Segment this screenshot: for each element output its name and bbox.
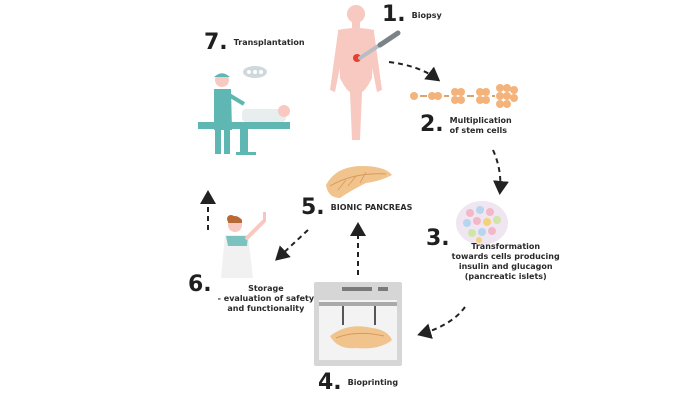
arrow-1-to-2 — [388, 61, 441, 82]
pancreatic-islets-icon — [456, 201, 508, 245]
step-number: 7. — [204, 30, 228, 55]
step-label: Multiplication of stem cells — [449, 116, 512, 135]
step-number: 1. — [382, 2, 406, 27]
arrow-5-to-6 — [275, 229, 309, 261]
step-label: Transformation towards cells producing i… — [451, 242, 560, 281]
step-3-transformation: 3. Transformation towards cells producin… — [426, 228, 560, 282]
bioprinter-icon — [314, 282, 402, 366]
pancreas-icon — [326, 166, 392, 198]
step-label: BIONIC PANCREAS — [330, 203, 413, 212]
step-1-biopsy: 1. Biopsy — [382, 4, 442, 26]
step-label: Biopsy — [411, 11, 442, 20]
step-number: 2. — [420, 112, 444, 137]
step-5-bionic-pancreas: 5. BIONIC PANCREAS — [301, 197, 412, 219]
cycle-arrows — [200, 61, 509, 339]
arrow-3-to-4 — [417, 306, 466, 339]
step-label: Transplantation — [233, 38, 305, 47]
stem-cells-icon — [410, 84, 518, 108]
scientist-icon — [221, 212, 266, 278]
step-label: Storage - evaluation of safety and funct… — [217, 284, 315, 313]
step-number: 5. — [301, 195, 325, 220]
arrow-2-to-3 — [492, 149, 509, 195]
step-number: 4. — [318, 370, 342, 395]
surgery-scene-icon — [198, 66, 290, 155]
scalpel-icon — [358, 30, 401, 60]
step-label: Bioprinting — [347, 378, 399, 387]
step-4-bioprinting: 4. Bioprinting — [318, 372, 398, 394]
step-7-transplantation: 7. Transplantation — [204, 32, 305, 54]
step-6-storage: 6. Storage - evaluation of safety and fu… — [188, 274, 314, 314]
step-number: 6. — [188, 272, 212, 297]
step-number: 3. — [426, 226, 450, 251]
step-2-multiplication: 2. Multiplication of stem cells — [420, 114, 512, 136]
human-body-icon — [330, 5, 382, 140]
